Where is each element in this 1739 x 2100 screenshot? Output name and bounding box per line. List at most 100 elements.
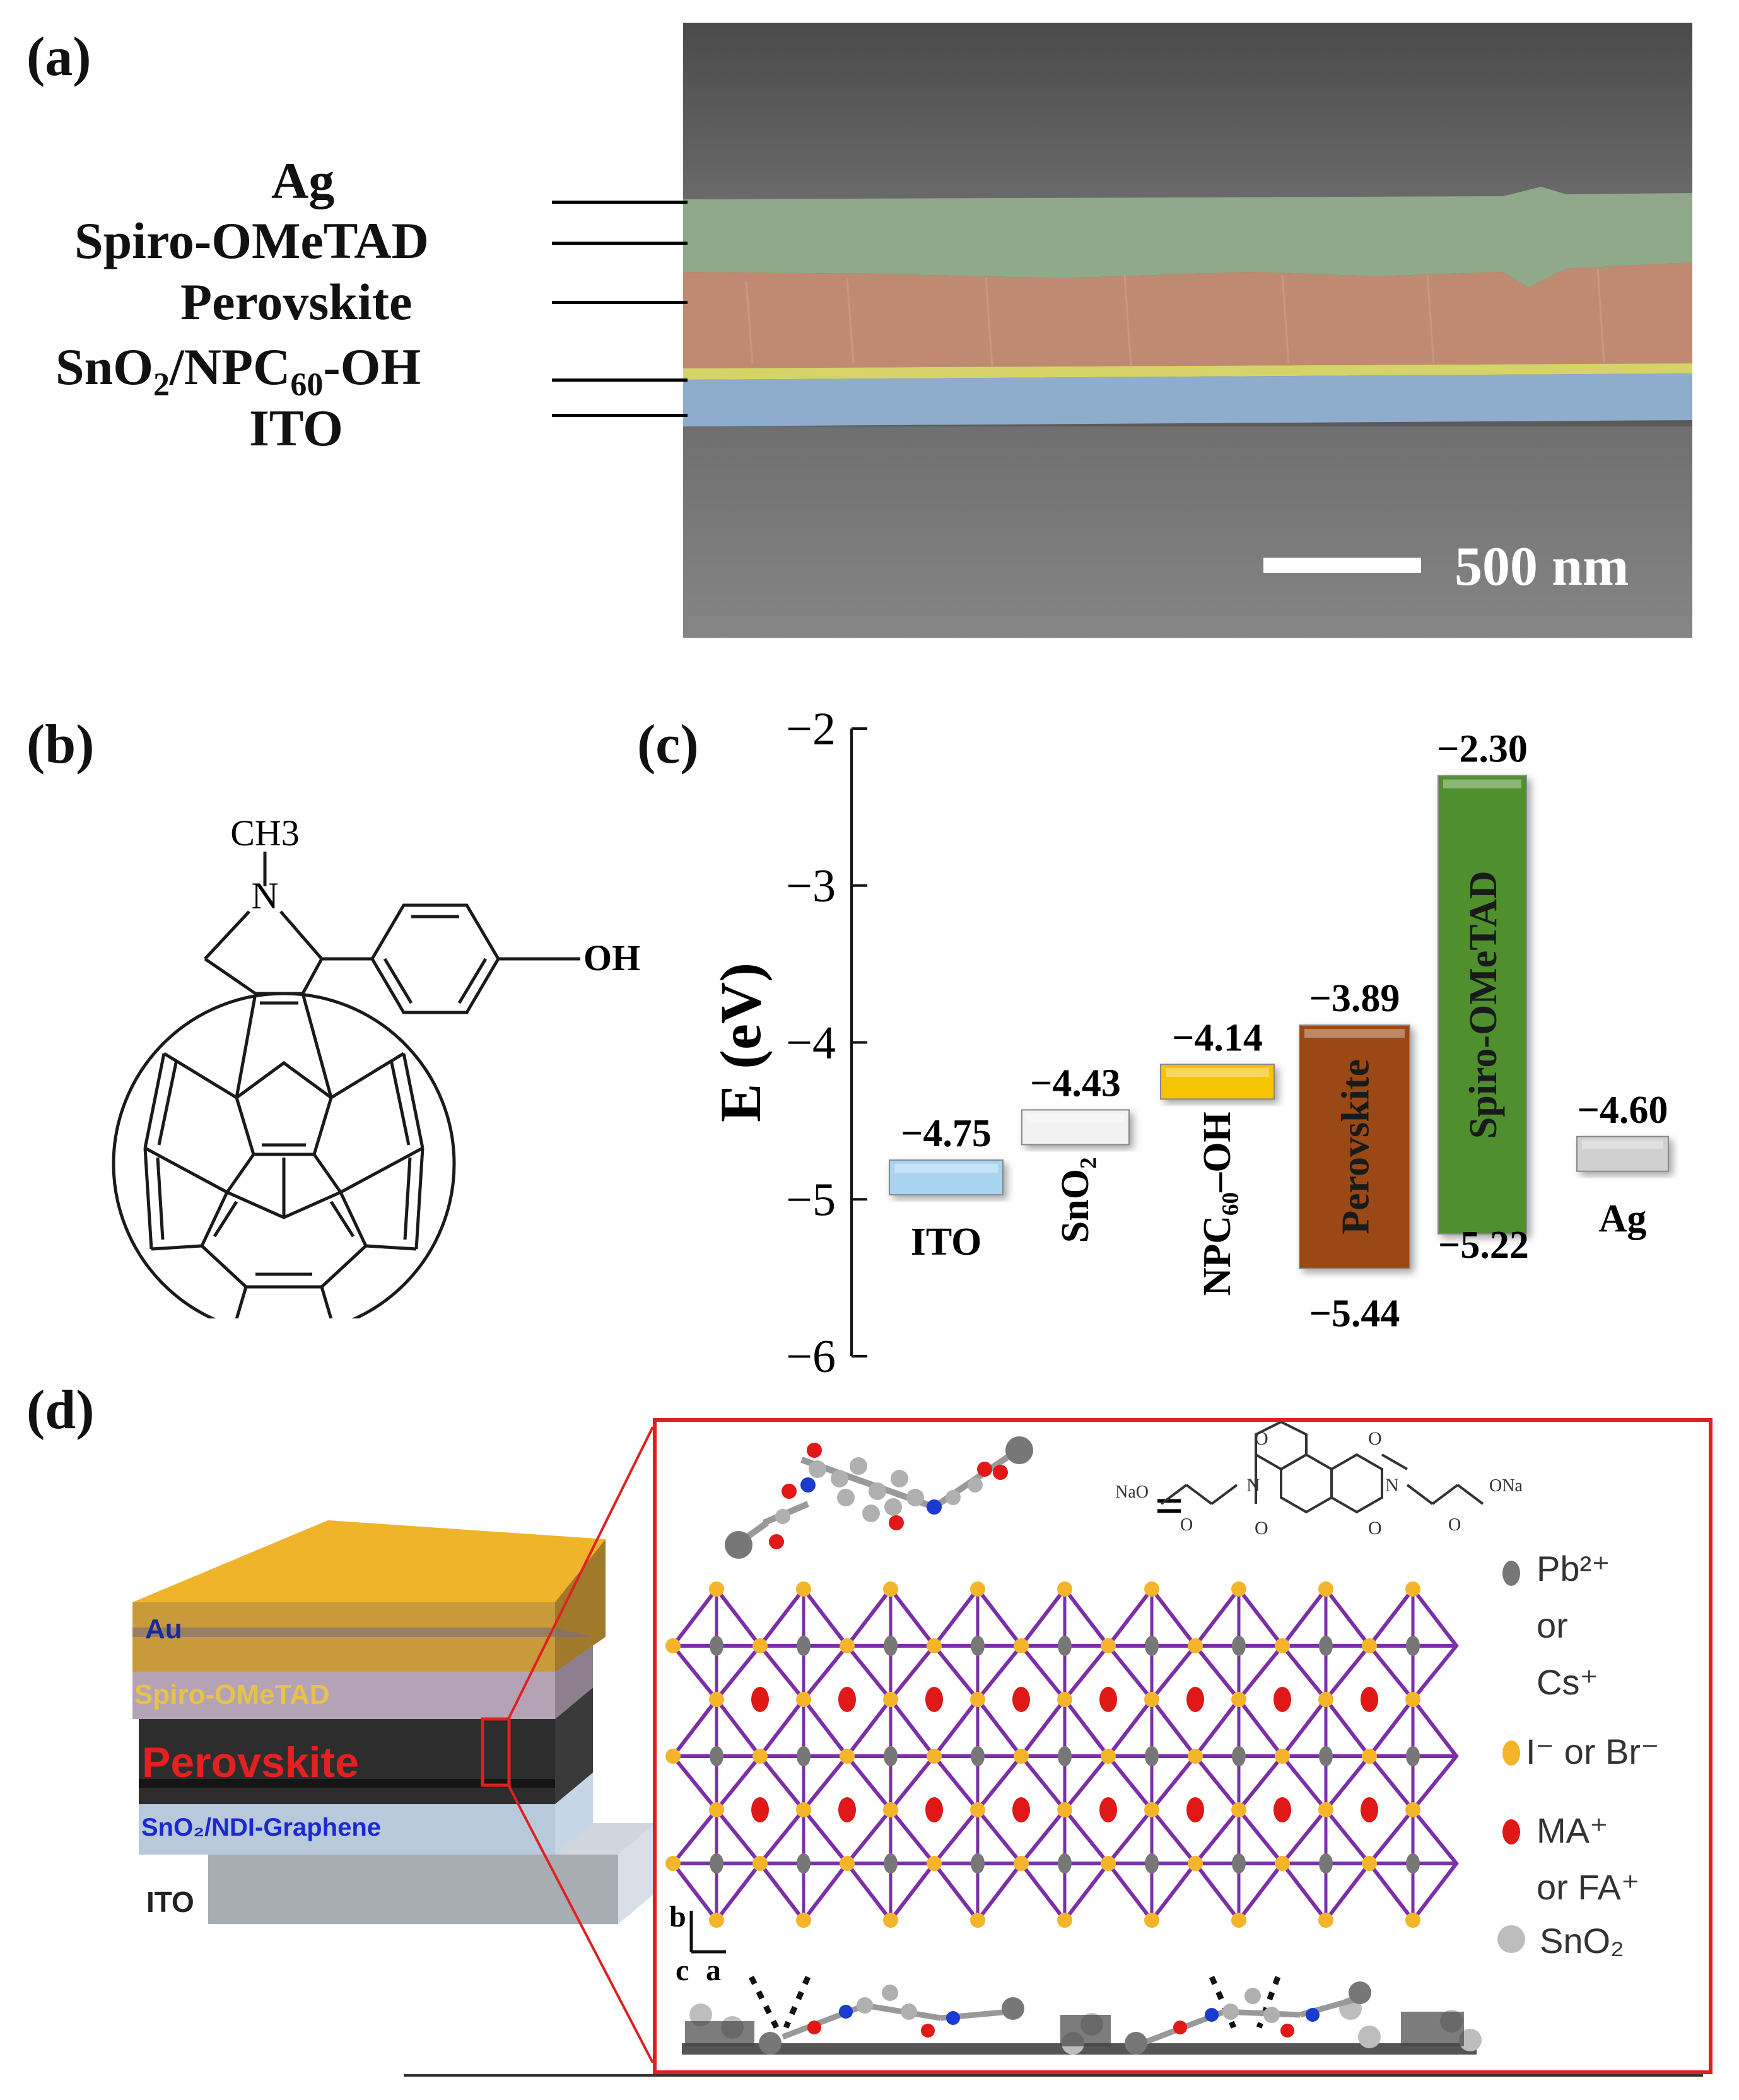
cation-atom xyxy=(925,1687,943,1712)
pb-atom xyxy=(971,1746,985,1766)
halide-atom xyxy=(1057,1913,1072,1928)
halide-atom xyxy=(1362,1856,1377,1871)
halide-atom xyxy=(1188,1749,1203,1764)
cation-atom xyxy=(1186,1797,1204,1822)
halide-atom xyxy=(1405,1581,1420,1597)
material-label: ITO xyxy=(911,1221,982,1264)
legend xyxy=(1497,1561,1525,1953)
crystal-axes xyxy=(689,1911,726,1954)
pb-atom xyxy=(1232,1746,1246,1766)
y-tick-label: −3 xyxy=(786,860,836,912)
ona-label: ONa xyxy=(1489,1476,1523,1496)
cation-atom xyxy=(1361,1687,1378,1712)
oxygen-label: O xyxy=(1368,1518,1382,1539)
halide-atom xyxy=(970,1913,985,1928)
halide-atom xyxy=(796,1802,811,1817)
graphene-sno2-layer xyxy=(682,1981,1482,2055)
pb-atom xyxy=(797,1853,811,1874)
legend-cation-marker xyxy=(1502,1819,1520,1845)
halide-atom xyxy=(1275,1856,1290,1871)
legend-pb-marker xyxy=(1502,1561,1520,1586)
halide-atom xyxy=(1405,1692,1420,1707)
halide-atom xyxy=(970,1581,985,1597)
halide-atom xyxy=(665,1638,681,1653)
pb-atom xyxy=(1145,1746,1159,1766)
halide-atom xyxy=(1362,1638,1377,1653)
halide-atom xyxy=(1188,1856,1203,1871)
halide-atom xyxy=(1231,1692,1246,1707)
pb-atom xyxy=(1145,1853,1159,1874)
panel-d-label: (d) xyxy=(26,1380,95,1441)
energy-value-label: −4.75 xyxy=(901,1112,992,1155)
methyl-label: CH3 xyxy=(230,812,300,853)
legend-cation-line1: MA⁺ xyxy=(1537,1810,1608,1850)
cation-atom xyxy=(1274,1797,1291,1822)
pb-atom xyxy=(1232,1853,1246,1874)
pb-atom xyxy=(1058,1636,1072,1656)
halide-atom xyxy=(1144,1802,1159,1817)
halide-atom xyxy=(1275,1749,1290,1764)
cation-atom xyxy=(751,1797,769,1822)
legend-pb-line2: or xyxy=(1537,1605,1568,1645)
layer-label-perovskite: Perovskite xyxy=(180,273,413,331)
nitrogen-left-label: N xyxy=(1246,1475,1260,1496)
legend-halide-marker xyxy=(1502,1740,1520,1766)
halide-atom xyxy=(1057,1802,1072,1817)
material-label: Perovskite xyxy=(1335,1059,1378,1235)
halide-atom xyxy=(752,1749,768,1764)
halide-atom xyxy=(883,1692,898,1707)
axis-b-label: b xyxy=(669,1900,686,1933)
panel-c-label: (c) xyxy=(637,714,699,775)
layer-label-spiro: Spiro-OMeTAD xyxy=(74,212,429,269)
halide-atom xyxy=(970,1802,985,1817)
panel-a-label: (a) xyxy=(26,26,91,88)
cation-atom xyxy=(751,1687,769,1712)
leader-ag xyxy=(552,201,688,204)
halide-atom xyxy=(1405,1913,1420,1928)
pb-atom xyxy=(1058,1853,1072,1874)
material-label: SnO₂ xyxy=(1054,1157,1097,1243)
halide-atom xyxy=(840,1638,855,1653)
halide-atom xyxy=(927,1856,942,1871)
energy-bar-rect xyxy=(1299,1024,1410,1269)
energy-value-label: −5.22 xyxy=(1438,1224,1529,1267)
device-stack: Au Spiro-OMeTAD Perovskite SnO₂/NDI-Grap… xyxy=(114,1501,681,1981)
energy-bar-highlight xyxy=(1027,1113,1124,1123)
pb-atom xyxy=(884,1746,898,1766)
legend-pb-line1: Pb²⁺ xyxy=(1537,1549,1610,1588)
halide-atom xyxy=(709,1581,724,1597)
energy-level-chart-svg: E (eV) −2−3−4−5−6 −4.75ITO−4.43SnO₂−4.14… xyxy=(708,703,1669,1383)
sem-image: 500 nm xyxy=(683,23,1692,638)
oxygen-label: O xyxy=(1255,1518,1268,1539)
pb-atom xyxy=(1319,1853,1333,1874)
pb-atom xyxy=(1319,1746,1333,1766)
stack-label-au: Au xyxy=(145,1614,182,1645)
layer-label-ag: Ag xyxy=(271,152,335,209)
oxygen-label: O xyxy=(1368,1428,1382,1449)
pb-atom xyxy=(1319,1636,1333,1656)
energy-value-label: −2.30 xyxy=(1437,728,1528,771)
nao-label: NaO xyxy=(1115,1482,1149,1502)
energy-bar-highlight xyxy=(1443,779,1521,789)
legend-halide-label: I⁻ or Br⁻ xyxy=(1526,1732,1660,1771)
halide-atom xyxy=(1231,1913,1246,1928)
energy-value-label: −3.89 xyxy=(1309,977,1400,1020)
halide-atom xyxy=(1101,1638,1116,1653)
pb-atom xyxy=(1058,1746,1072,1766)
halide-atom xyxy=(1318,1913,1333,1928)
halide-atom xyxy=(840,1856,855,1871)
halide-atom xyxy=(883,1913,898,1928)
halide-atom xyxy=(796,1913,811,1928)
scale-bar-label: 500 nm xyxy=(1455,536,1629,597)
energy-bar-highlight xyxy=(1582,1140,1663,1149)
halide-atom xyxy=(1014,1856,1029,1871)
legend-sno2-marker xyxy=(1497,1925,1525,1953)
cation-atom xyxy=(1361,1797,1378,1822)
legend-cation-line2: or FA⁺ xyxy=(1537,1867,1640,1907)
energy-bar-highlight xyxy=(1166,1068,1269,1077)
zoom-panel: = O O O O N N NaO ONa O O xyxy=(653,1418,1713,2074)
energy-value-label: −4.60 xyxy=(1578,1089,1668,1132)
